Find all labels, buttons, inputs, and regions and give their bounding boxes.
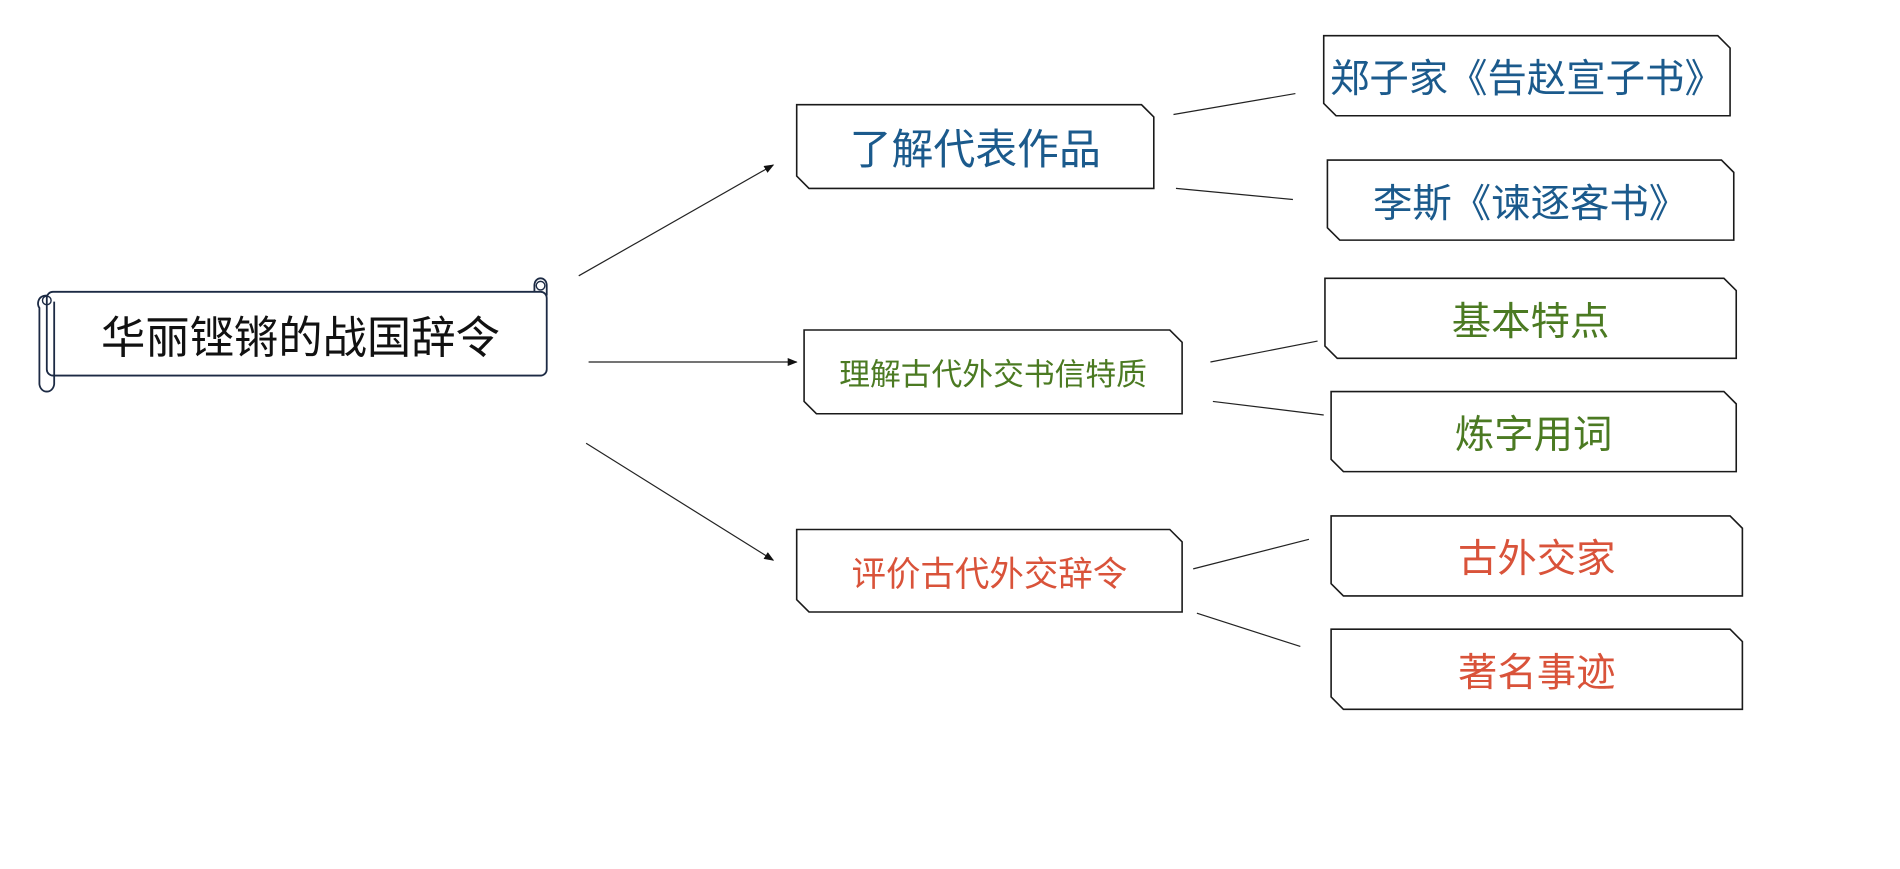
root-scroll-curl-dot	[535, 280, 546, 291]
connector-line	[1196, 612, 1301, 648]
leaf-node-box	[1330, 628, 1744, 711]
connector-line	[1212, 400, 1324, 416]
leaf-node-box	[1324, 277, 1738, 360]
leaf-node-box	[1330, 515, 1744, 597]
branch-node-box	[803, 329, 1183, 415]
leaf-node-box	[1326, 159, 1735, 241]
root-scroll-left-curl	[37, 294, 56, 393]
connector-arrow	[585, 442, 775, 561]
branch-node-box	[795, 103, 1155, 190]
root-scroll-right-curl	[533, 277, 548, 296]
root-scroll-body	[45, 290, 548, 377]
connector-arrow	[578, 164, 775, 277]
connector-line	[1173, 92, 1296, 116]
branch-node-box	[795, 528, 1183, 613]
leaf-node-box	[1330, 390, 1738, 473]
connector-line	[1193, 538, 1310, 570]
connector-line	[1175, 187, 1293, 201]
root-scroll-curl-dot	[41, 295, 52, 306]
leaf-node-box	[1322, 34, 1731, 117]
connector-line	[1210, 340, 1318, 363]
